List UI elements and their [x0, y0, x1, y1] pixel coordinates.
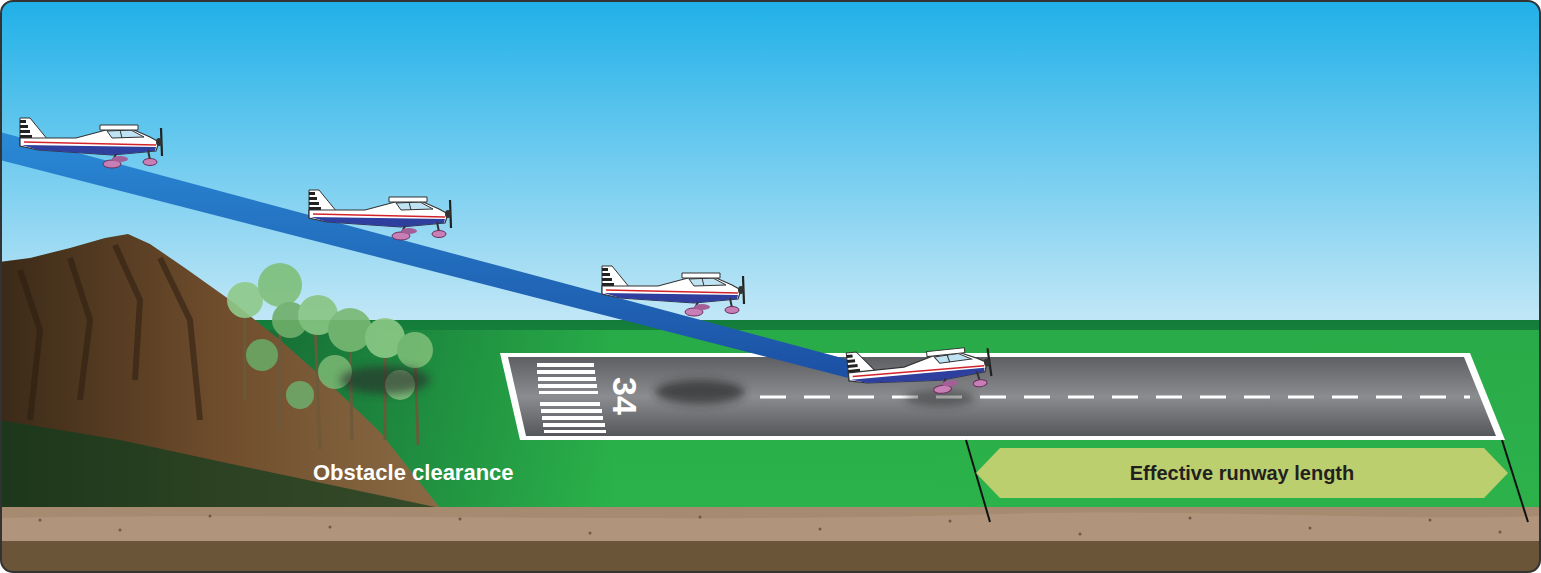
runway-number: 34 — [608, 377, 642, 415]
length-label: Effective runway length — [1130, 461, 1355, 485]
double-arrow-fill — [976, 448, 1508, 498]
length-arrow: Effective runway length — [976, 448, 1508, 498]
area-label: Obstacle clearance — [313, 462, 514, 484]
